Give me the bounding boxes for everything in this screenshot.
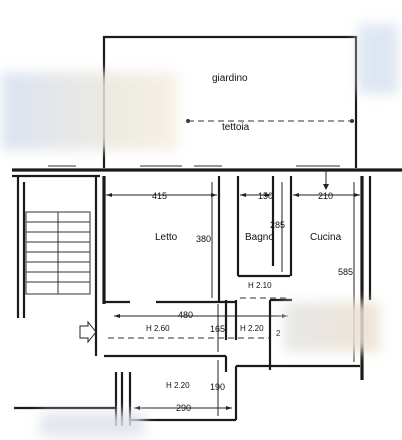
dim-top-cucina: 210 [318, 191, 333, 201]
label-bagno: Bagno [245, 232, 274, 243]
label-letto: Letto [155, 232, 178, 243]
staircase [25, 211, 91, 295]
ceiling-corridor: H 2.60 [146, 324, 170, 333]
blur-patch-bottom-left [40, 412, 144, 438]
ceiling-bagno: H 2.10 [248, 281, 272, 290]
label-giardino: giardino [212, 73, 248, 84]
dim-bagno-height: 285 [270, 220, 285, 230]
entrance-arrow-icon [79, 320, 97, 344]
dim-top-bagno: 150 [258, 191, 273, 201]
blur-patch-top-right [358, 24, 398, 94]
dimension-lines [106, 170, 360, 416]
dim-lower-depth: 190 [210, 382, 225, 392]
dim-letto-height: 380 [196, 234, 211, 244]
blur-patch-center-right [284, 302, 380, 352]
building-walls [12, 165, 402, 426]
label-tettoia: tettoia [222, 122, 250, 133]
dim-cucina-height: 585 [338, 267, 353, 277]
ceiling-middle: H 2.20 [240, 324, 264, 333]
ceiling-lower: H 2.20 [166, 381, 190, 390]
dim-top-letto: 415 [152, 191, 167, 201]
dim-corridor-width: 480 [178, 310, 193, 320]
dim-corridor-depth: 165 [210, 324, 225, 334]
blur-patch-left [2, 72, 178, 150]
dim-lower-width: 290 [176, 403, 191, 413]
label-cucina: Cucina [310, 232, 342, 243]
ceiling-cut-digit: 2 [276, 329, 281, 338]
